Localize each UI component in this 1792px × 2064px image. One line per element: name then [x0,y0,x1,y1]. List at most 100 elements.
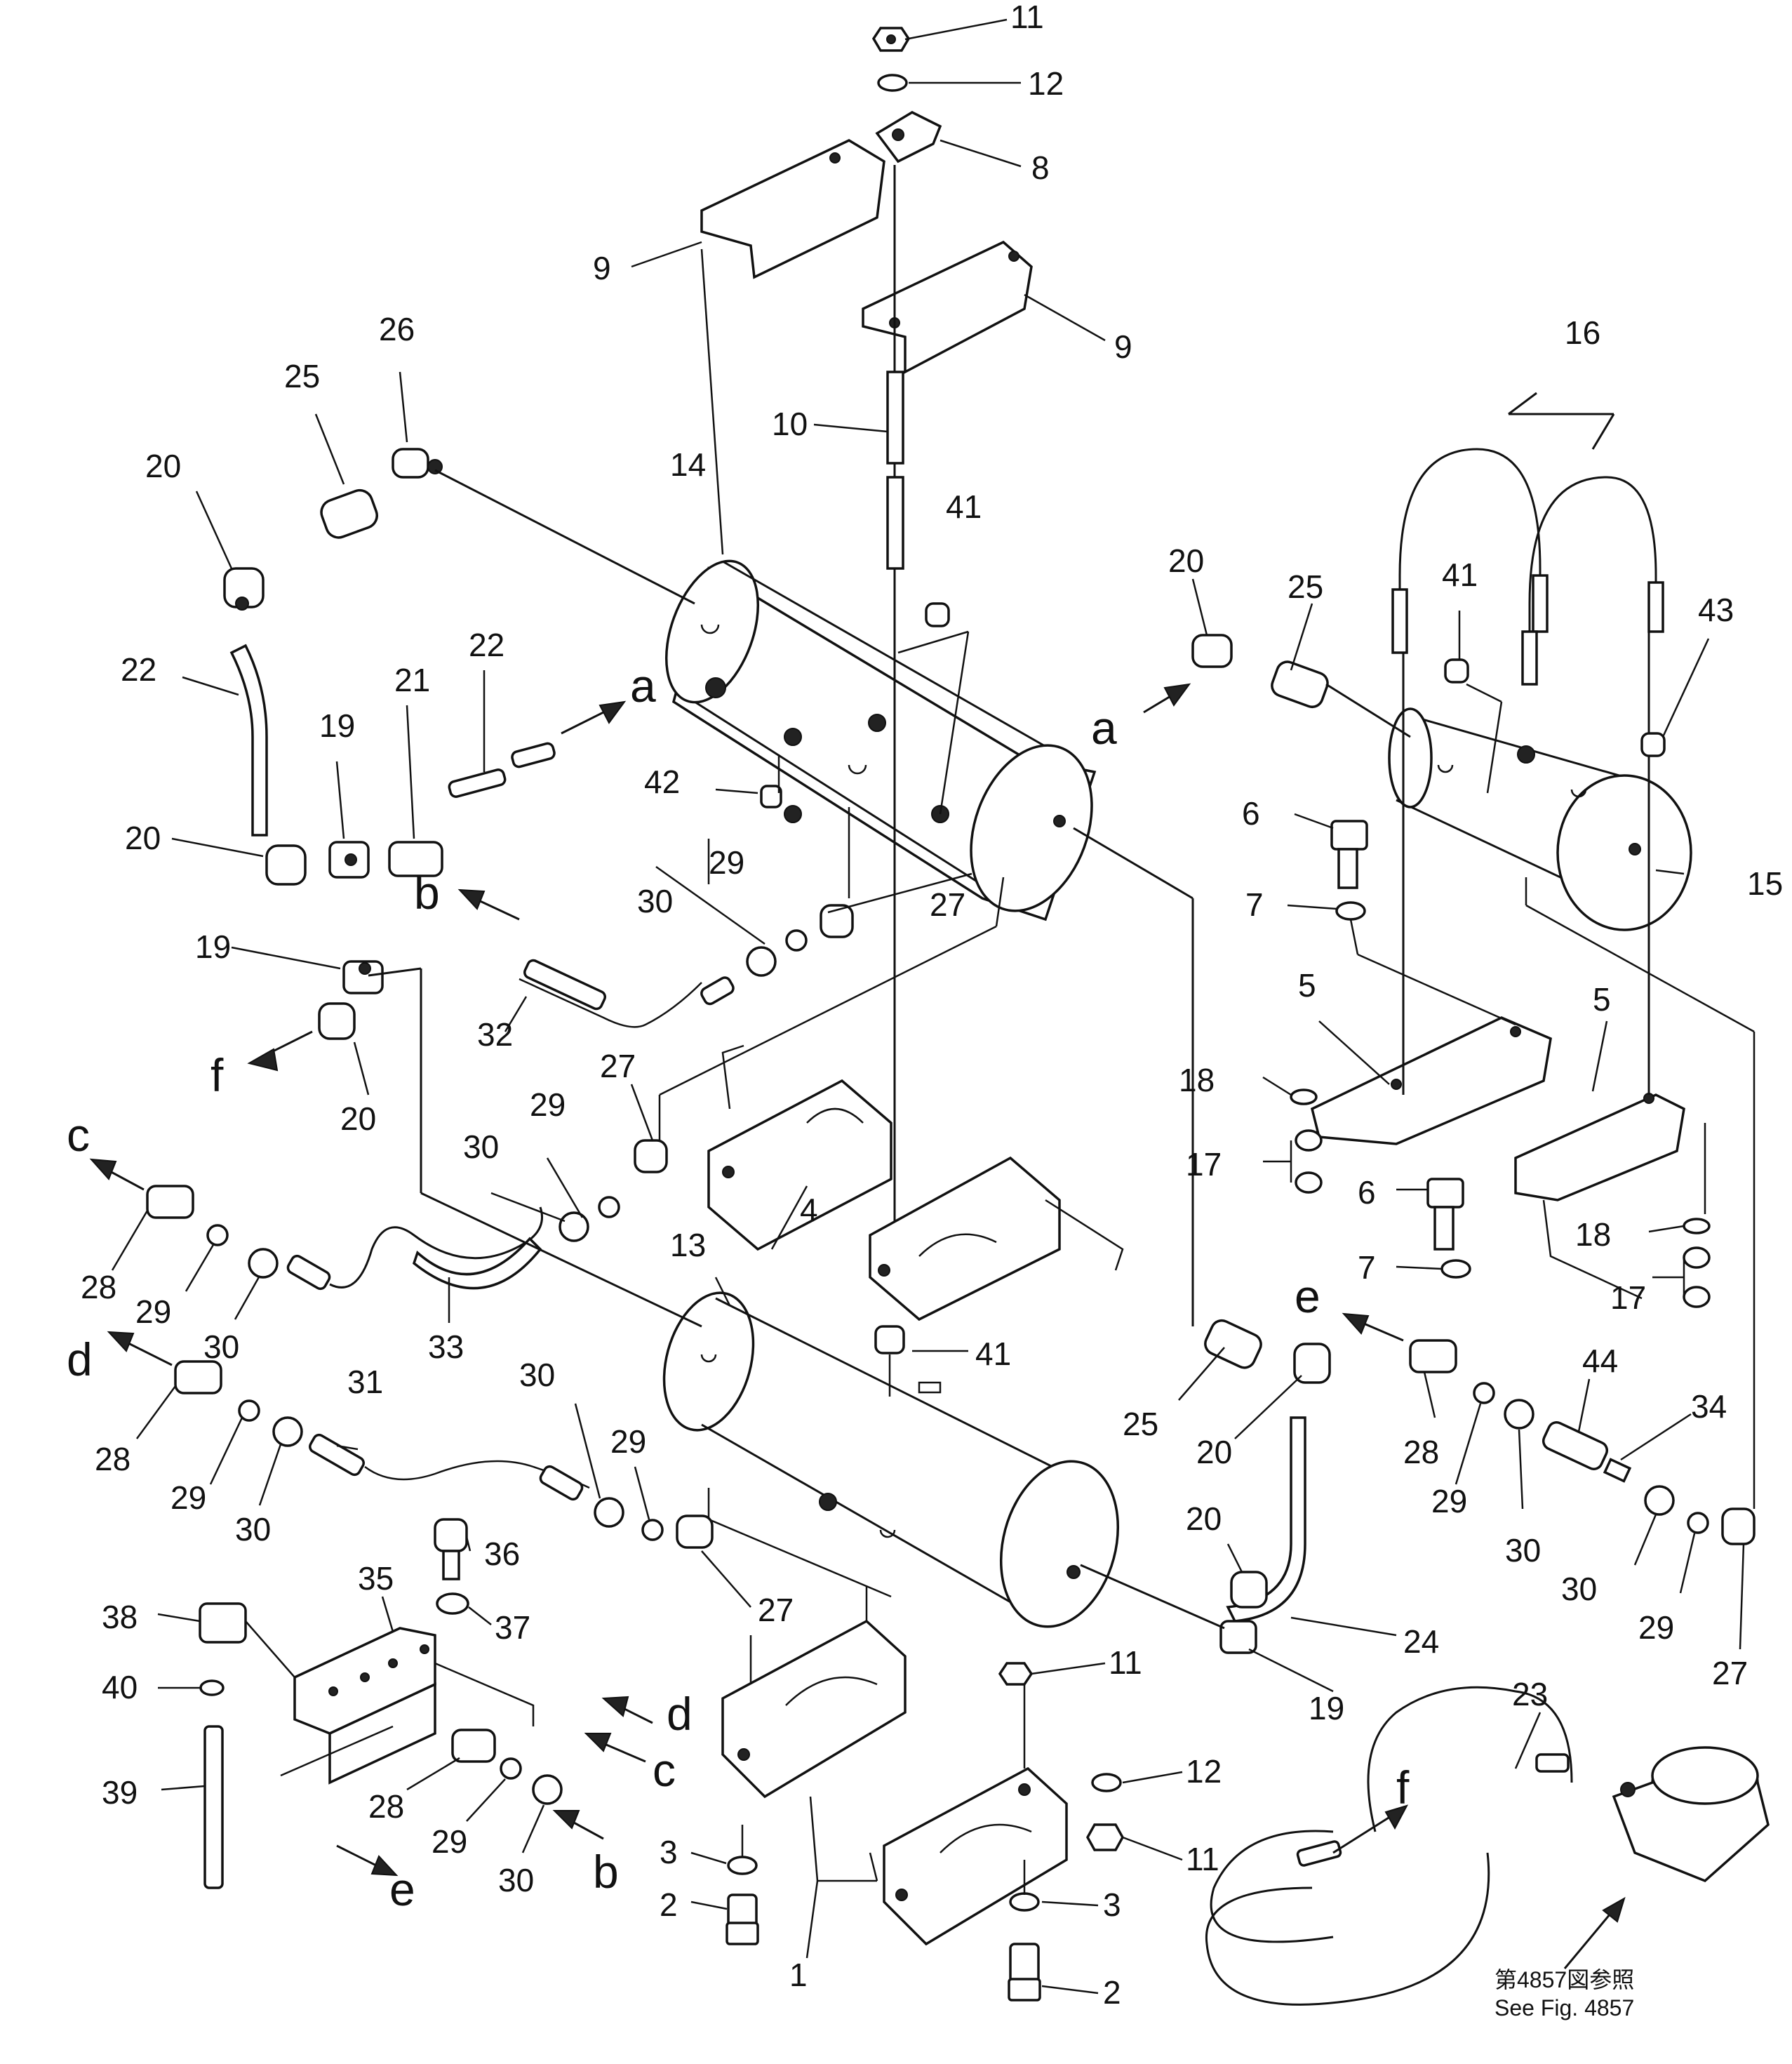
elbow-20b [265,844,307,886]
callout-29: 29 [1431,1483,1467,1519]
callout-43: 43 [1698,592,1734,628]
sleeve-29d [238,1399,260,1422]
elbow-27c [676,1514,714,1549]
callout-15: 15 [1747,865,1783,902]
callout-20: 20 [1196,1434,1232,1470]
callout-24: 24 [1403,1623,1439,1660]
callout-32: 32 [477,1016,513,1053]
callout-30: 30 [235,1511,271,1547]
fitting-44 [1542,1421,1609,1470]
bracket-1b [883,1670,1068,1946]
callout-35: 35 [358,1560,394,1597]
plug-41c [874,1325,905,1354]
callout-28: 28 [368,1788,404,1825]
elbow-20e [1293,1343,1331,1384]
callout-29: 29 [170,1479,206,1516]
reference-note: 第4857図参照 See Fig. 4857 [1495,1967,1634,2020]
hose-32 [519,978,702,1028]
plug-42 [760,785,782,808]
nut-30d [272,1416,303,1447]
callout-20: 20 [1186,1500,1222,1537]
governor-valve [1205,1686,1770,2006]
callout-28: 28 [1403,1434,1439,1470]
bracket-35 [280,1627,535,1785]
tank-15 [1388,707,1692,931]
nut-30h [532,1774,563,1805]
callout-30: 30 [203,1329,239,1365]
bracket-4b [869,1156,1124,1321]
callout-11: 11 [1109,1644,1142,1681]
reference-note-jp: 第4857図参照 [1495,1967,1634,1992]
callout-28: 28 [81,1269,116,1305]
nut-30f [1504,1399,1534,1430]
callout-11: 11 [1186,1841,1219,1877]
nut-30g [1644,1485,1675,1516]
callout-20: 20 [145,448,181,484]
callout-23: 23 [1512,1676,1548,1712]
plug-41a [925,602,950,627]
callout-8: 8 [1031,149,1050,186]
fitting-28c [1409,1339,1457,1373]
hose-31 [309,1433,365,1477]
washer-7a [1335,901,1366,921]
nut-11-top [871,27,911,52]
callout-30: 30 [637,883,673,919]
bracket-1a [721,1586,907,1799]
fitting-25c [1204,1319,1262,1369]
callout-2: 2 [1103,1974,1121,2011]
callout-22: 22 [469,627,504,663]
callout-44: 44 [1582,1343,1618,1379]
bolt-6a [1330,820,1368,851]
sleeve-29h [500,1757,522,1780]
letter-a-left: a [630,660,656,712]
connection-letters: a a b b c c d d e e f f [67,660,1410,1915]
letter-f-upper: f [210,1049,224,1101]
callout-20: 20 [340,1100,376,1137]
tee-19c [1219,1620,1257,1654]
callout-25: 25 [284,358,320,394]
washer-18b [1683,1218,1711,1234]
callout-3: 3 [1103,1886,1121,1923]
nut-17a2 [1295,1171,1323,1194]
callout-5: 5 [1593,981,1611,1018]
letter-a-right: a [1091,702,1117,754]
callout-14: 14 [670,446,706,483]
callout-12: 12 [1028,65,1064,102]
nut-17b2 [1683,1286,1711,1308]
callout-33: 33 [428,1329,464,1365]
callout-27: 27 [1712,1655,1748,1691]
letter-e-upper: e [1295,1270,1320,1322]
callout-16: 16 [1565,314,1600,351]
tee-19a [328,841,370,879]
callout-41: 41 [975,1336,1011,1372]
bracket-5b [1514,1093,1685,1300]
nut-30b [559,1211,589,1242]
washer-12b [1091,1773,1122,1792]
washer-7b [1440,1259,1471,1279]
callout-17: 17 [1186,1146,1222,1183]
callout-5: 5 [1298,967,1316,1004]
callout-17: 17 [1610,1279,1646,1316]
elbow-27a [820,904,854,938]
callout-21: 21 [394,662,430,698]
callout-18: 18 [1179,1062,1215,1098]
washer-3a [727,1856,758,1875]
nut-17a1 [1295,1129,1323,1152]
elbow-20d [1191,634,1233,668]
elbow-27b [634,1139,668,1173]
callout-29: 29 [432,1823,467,1860]
elbow-27d [1721,1507,1756,1545]
fitting-25a [320,488,378,539]
callout-7: 7 [1358,1249,1376,1286]
callout-39: 39 [102,1774,138,1811]
callout-29: 29 [135,1293,171,1330]
callout-37: 37 [495,1609,530,1646]
callout-29: 29 [1638,1609,1674,1646]
bolt-6b [1426,1178,1464,1209]
plug-41b [1444,658,1469,684]
callout-25: 25 [1123,1406,1158,1442]
letter-e-lower: e [389,1863,415,1915]
washer-37 [436,1592,469,1615]
reference-note-en: See Fig. 4857 [1495,1995,1634,2020]
